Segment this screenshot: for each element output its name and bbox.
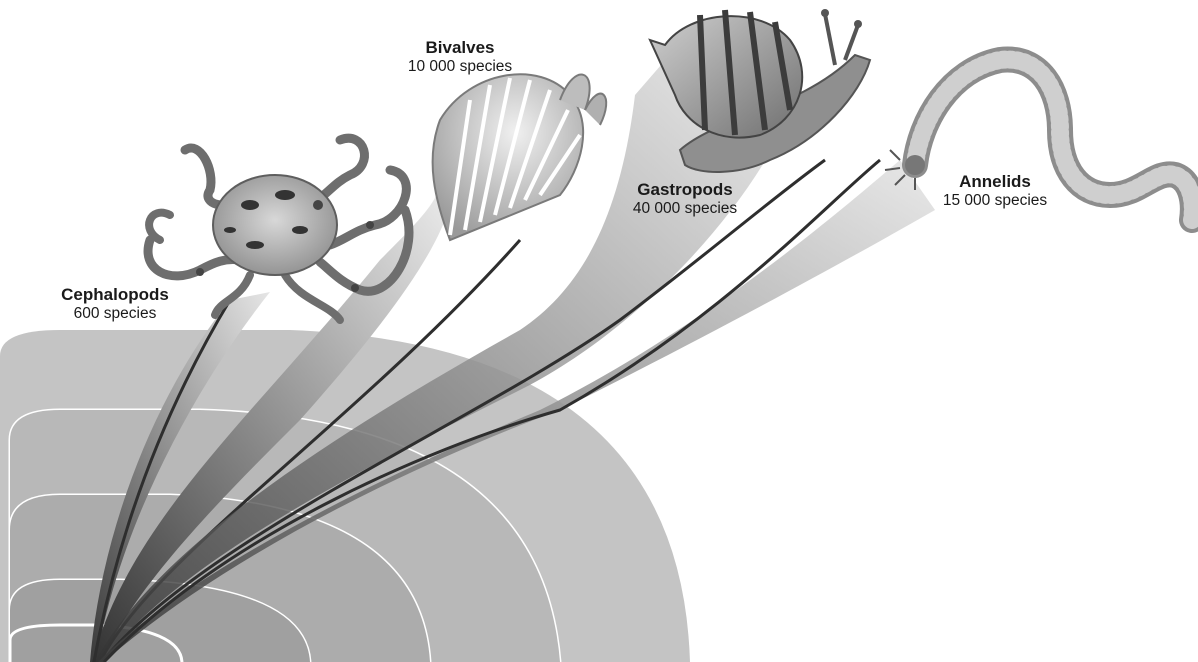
scallop-shell-illustration (433, 74, 607, 240)
species-count: 600 species (40, 305, 190, 323)
label-bivalves: Bivalves 10 000 species (385, 38, 535, 75)
group-name: Annelids (920, 172, 1070, 192)
group-name: Cephalopods (40, 285, 190, 305)
species-count: 15 000 species (920, 192, 1070, 210)
label-annelids: Annelids 15 000 species (920, 172, 1070, 209)
species-count: 10 000 species (385, 58, 535, 76)
snail-illustration (650, 9, 870, 172)
group-name: Gastropods (610, 180, 760, 200)
group-name: Bivalves (385, 38, 535, 58)
label-gastropods: Gastropods 40 000 species (610, 180, 760, 217)
label-cephalopods: Cephalopods 600 species (40, 285, 190, 322)
species-count: 40 000 species (610, 200, 760, 218)
